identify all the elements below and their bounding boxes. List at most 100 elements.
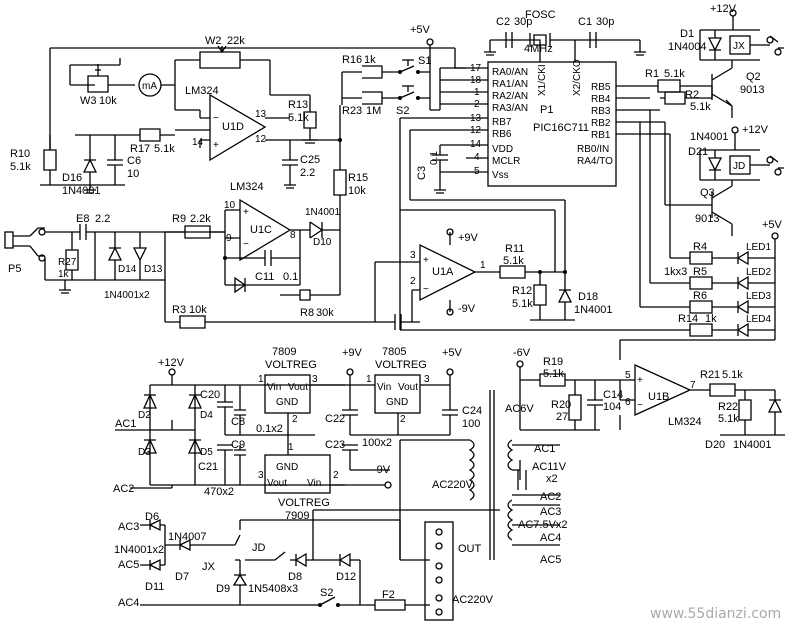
svg-text:RA0/AN: RA0/AN xyxy=(492,67,528,78)
svg-text:U1D: U1D xyxy=(222,121,244,133)
svg-text:7909: 7909 xyxy=(285,510,309,522)
svg-text:C22: C22 xyxy=(325,413,345,425)
svg-text:2: 2 xyxy=(400,414,406,425)
svg-text:LED3: LED3 xyxy=(746,291,771,302)
svg-text:C6: C6 xyxy=(127,155,141,167)
svg-text:14: 14 xyxy=(192,137,204,148)
svg-text:R9: R9 xyxy=(172,213,186,225)
svg-text:AC2: AC2 xyxy=(540,491,561,503)
svg-text:+5V: +5V xyxy=(762,219,783,231)
svg-text:100: 100 xyxy=(462,418,480,430)
svg-text:R8: R8 xyxy=(300,307,314,319)
svg-text:MCLR: MCLR xyxy=(492,156,520,167)
svg-text:RA4/TO: RA4/TO xyxy=(577,156,613,167)
svg-text:Vout: Vout xyxy=(288,382,308,393)
svg-text:R17: R17 xyxy=(130,143,150,155)
svg-text:RB0/IN: RB0/IN xyxy=(577,144,609,155)
svg-text:D10: D10 xyxy=(313,237,332,248)
svg-text:AC7.5Vx2: AC7.5Vx2 xyxy=(518,519,568,531)
svg-text:+: + xyxy=(423,255,429,266)
svg-text:−: − xyxy=(243,239,249,250)
svg-text:R10: R10 xyxy=(10,148,30,160)
svg-text:7: 7 xyxy=(690,380,696,391)
svg-text:RB5: RB5 xyxy=(591,82,611,93)
svg-text:W2: W2 xyxy=(205,35,222,47)
svg-text:Vin: Vin xyxy=(377,382,391,393)
svg-text:P1: P1 xyxy=(540,104,553,116)
svg-text:W3: W3 xyxy=(80,95,97,107)
opamp-u1d: −+ U1D LM324 13 12 14 xyxy=(175,85,340,162)
mcu-p1: RA0/AN RA1/AN RA2/AN RA3/AN RB7 RB6 VDD … xyxy=(470,59,617,187)
svg-text:VOLTREG: VOLTREG xyxy=(375,359,427,371)
svg-text:−: − xyxy=(637,400,643,411)
svg-text:AC6V: AC6V xyxy=(505,403,534,415)
svg-text:1N4001: 1N4001 xyxy=(690,131,729,143)
svg-text:-9V: -9V xyxy=(458,303,476,315)
svg-text:13: 13 xyxy=(255,109,267,120)
svg-text:+5V: +5V xyxy=(410,24,431,36)
svg-text:RA2/AN: RA2/AN xyxy=(492,91,528,102)
svg-text:5.1k: 5.1k xyxy=(543,368,564,380)
svg-text:Vin: Vin xyxy=(267,382,281,393)
svg-text:+: + xyxy=(637,375,643,386)
svg-text:C14: C14 xyxy=(603,389,623,401)
svg-text:−: − xyxy=(213,113,219,124)
svg-text:Q3: Q3 xyxy=(700,187,715,199)
svg-text:6: 6 xyxy=(625,397,631,408)
svg-text:D5: D5 xyxy=(200,447,213,458)
svg-text:C3: C3 xyxy=(416,166,428,180)
svg-text:AC3: AC3 xyxy=(540,506,561,518)
svg-text:x2: x2 xyxy=(546,473,558,485)
svg-text:+12V: +12V xyxy=(710,3,737,15)
svg-text:1N4001: 1N4001 xyxy=(733,439,772,451)
svg-text:1kx3: 1kx3 xyxy=(664,266,687,278)
svg-text:R1: R1 xyxy=(645,68,659,80)
svg-text:LED4: LED4 xyxy=(746,314,771,325)
svg-text:30k: 30k xyxy=(316,307,334,319)
svg-text:D9: D9 xyxy=(216,583,230,595)
svg-text:X1/CKI: X1/CKI xyxy=(537,64,548,96)
svg-text:RB2: RB2 xyxy=(591,118,611,129)
svg-text:Q2: Q2 xyxy=(746,71,761,83)
svg-text:RA1/AN: RA1/AN xyxy=(492,79,528,90)
svg-text:1k: 1k xyxy=(705,313,717,325)
svg-text:0.1: 0.1 xyxy=(429,151,440,165)
svg-text:1N4001: 1N4001 xyxy=(574,304,613,316)
svg-text:-6V: -6V xyxy=(513,347,531,359)
svg-text:30p: 30p xyxy=(514,16,532,28)
svg-text:R11: R11 xyxy=(505,243,524,255)
svg-text:JD: JD xyxy=(252,542,266,554)
svg-text:AC220V: AC220V xyxy=(452,594,494,606)
svg-text:2.2: 2.2 xyxy=(300,167,315,179)
svg-text:AC1: AC1 xyxy=(115,418,136,430)
svg-text:R5: R5 xyxy=(693,266,707,278)
svg-text:OUT: OUT xyxy=(458,543,482,555)
svg-text:LED2: LED2 xyxy=(746,267,771,278)
svg-text:3: 3 xyxy=(258,470,264,481)
svg-text:S2: S2 xyxy=(320,587,333,599)
svg-text:LED1: LED1 xyxy=(746,242,771,253)
svg-text:E8: E8 xyxy=(76,213,89,225)
svg-text:5.1k: 5.1k xyxy=(718,413,739,425)
svg-text:D12: D12 xyxy=(336,571,356,583)
svg-text:F2: F2 xyxy=(382,589,395,601)
svg-text:5.1k: 5.1k xyxy=(512,298,533,310)
svg-text:AC3: AC3 xyxy=(118,521,139,533)
svg-text:104: 104 xyxy=(603,401,621,413)
svg-text:C2: C2 xyxy=(496,16,510,28)
svg-text:C23: C23 xyxy=(325,439,345,451)
svg-text:RB1: RB1 xyxy=(591,130,611,141)
svg-text:+5V: +5V xyxy=(442,347,463,359)
svg-text:D2: D2 xyxy=(138,410,151,421)
svg-text:Vss: Vss xyxy=(492,170,509,181)
svg-text:1: 1 xyxy=(366,374,372,385)
svg-text:10k: 10k xyxy=(99,95,117,107)
watermark: www.55dianzi.com xyxy=(650,606,781,622)
